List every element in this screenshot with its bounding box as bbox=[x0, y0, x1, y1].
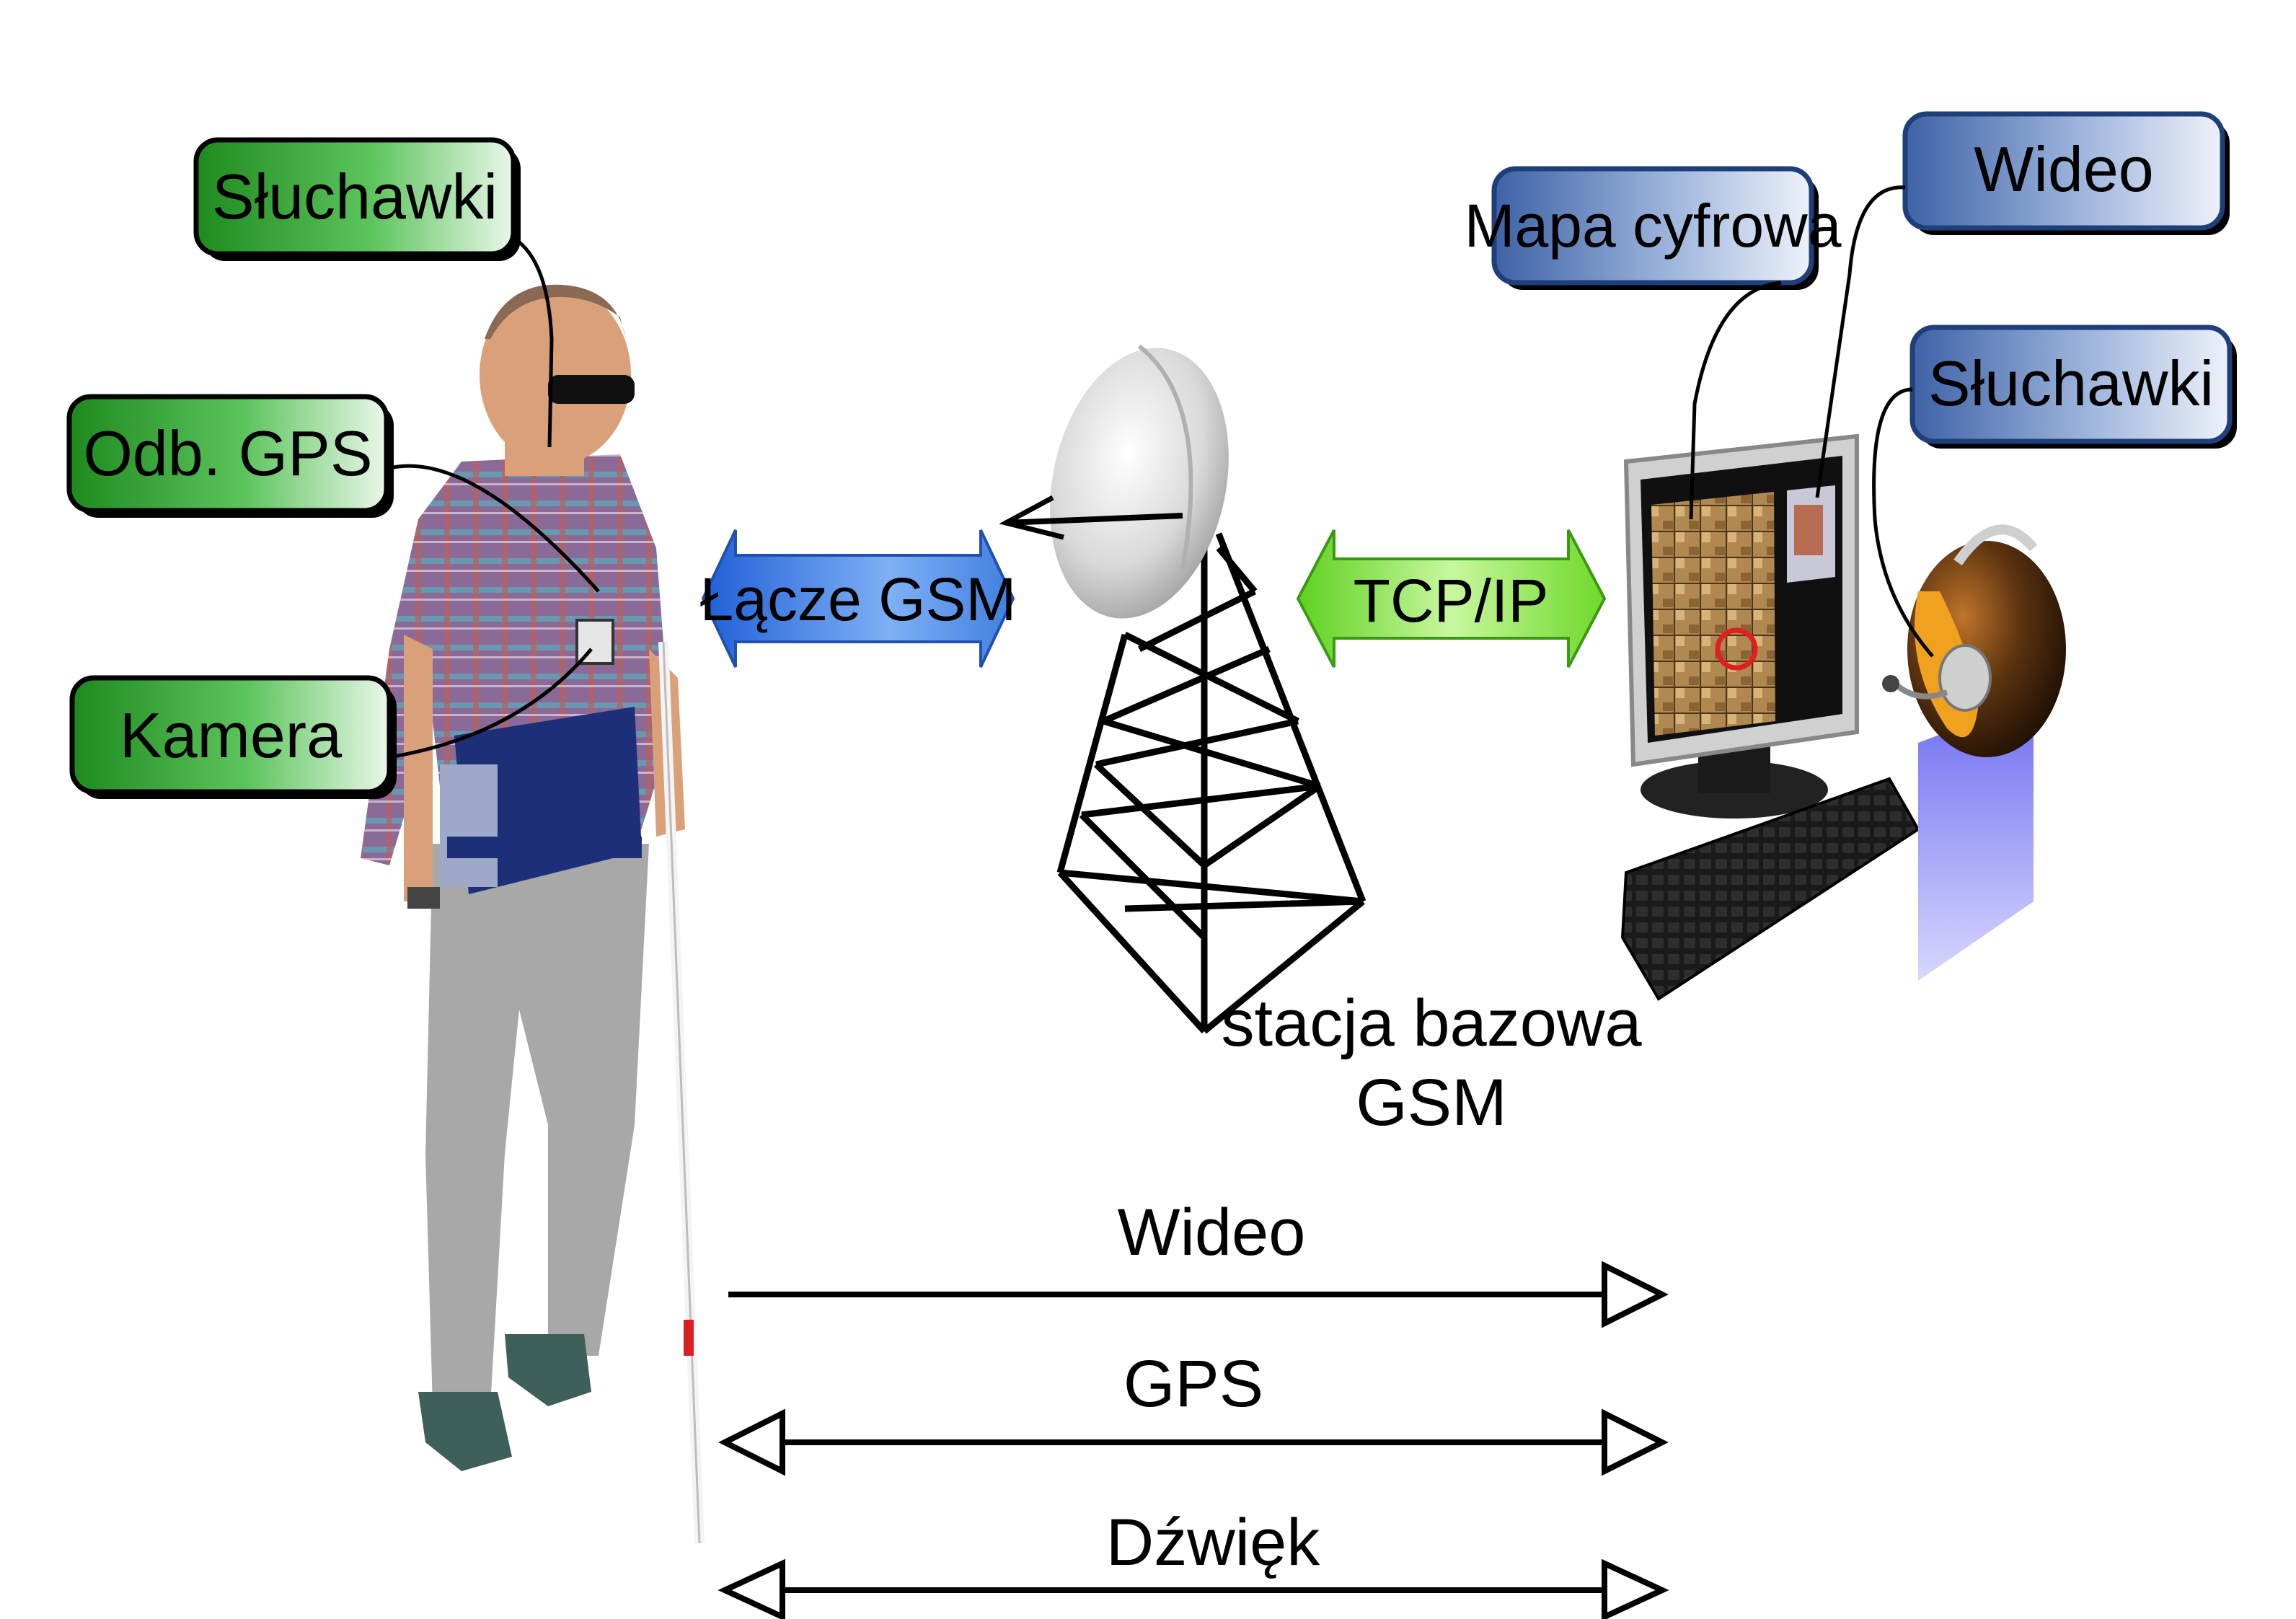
label-left-gps-receiver-text: Odb. GPS bbox=[83, 418, 372, 489]
blind-person-illustration bbox=[361, 284, 705, 1544]
label-right-video: Wideo bbox=[1902, 111, 2230, 235]
gsm-link-arrow: Łącze GSM bbox=[700, 529, 1017, 668]
label-left-gps-receiver: Odb. GPS bbox=[66, 394, 394, 518]
label-left-headphones-text: Słuchawki bbox=[212, 161, 498, 232]
label-right-headphones-text: Słuchawki bbox=[1928, 348, 2214, 419]
operator-workstation-illustration bbox=[1620, 433, 2066, 1001]
stream-sound-label: Dźwięk bbox=[1106, 1506, 1320, 1579]
label-right-digital-map: Mapa cyfrowa bbox=[1465, 166, 1842, 290]
stream-sound: Dźwięk bbox=[718, 1506, 1669, 1619]
callout-line-right-headphones bbox=[1872, 387, 1934, 658]
callout-line-left-headphones bbox=[512, 236, 554, 448]
callout-line-right-video bbox=[1815, 185, 1906, 498]
tcp-ip-label: TCP/IP bbox=[1354, 567, 1549, 635]
stream-video: Wideo bbox=[728, 1196, 1669, 1328]
base-station-label-line1: stacja bazowa bbox=[1222, 987, 1643, 1060]
label-left-headphones: Słuchawki bbox=[193, 137, 521, 261]
label-right-headphones: Słuchawki bbox=[1909, 325, 2237, 449]
gsm-base-station-tower bbox=[1056, 532, 1366, 1034]
base-station-label-line2: GSM bbox=[1356, 1066, 1507, 1139]
label-left-camera: Kamera bbox=[69, 675, 397, 799]
label-right-digital-map-text: Mapa cyfrowa bbox=[1465, 192, 1842, 260]
gsm-link-label: Łącze GSM bbox=[700, 565, 1017, 633]
callout-line-right-map bbox=[1689, 281, 1782, 520]
label-left-camera-text: Kamera bbox=[120, 700, 342, 771]
stream-gps: GPS bbox=[718, 1347, 1669, 1476]
stream-gps-label: GPS bbox=[1123, 1347, 1263, 1421]
stream-video-label: Wideo bbox=[1118, 1196, 1306, 1269]
tcp-ip-link-arrow: TCP/IP bbox=[1296, 529, 1607, 668]
label-right-video-text: Wideo bbox=[1974, 133, 2153, 205]
satellite-dish-icon bbox=[999, 344, 1229, 619]
callout-line-left-gps bbox=[386, 464, 600, 593]
callout-line-left-camera bbox=[389, 648, 593, 759]
